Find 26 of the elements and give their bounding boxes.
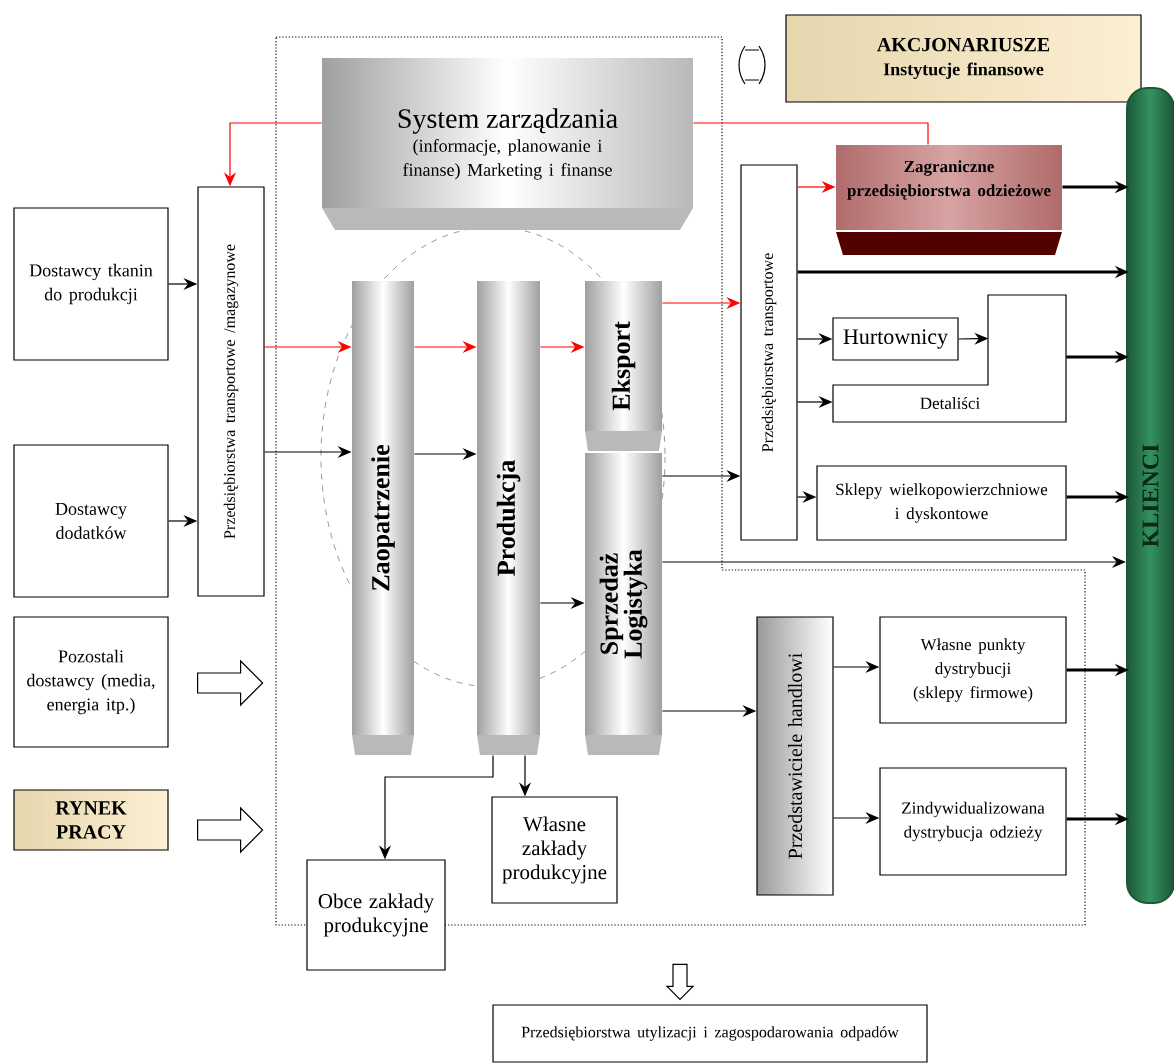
pillar-column: Zaopatrzenie xyxy=(352,281,414,755)
block-arrow xyxy=(665,963,695,1001)
connector-line xyxy=(692,122,929,146)
process-box: Własne zakłady produkcyjne xyxy=(491,796,618,904)
process-box: Sklepy wielkopowierzchniowe i dyskontowe xyxy=(816,465,1067,541)
shaded-box: RYNEK PRACY xyxy=(13,789,169,851)
process-box: Dostawcy dodatków xyxy=(13,444,169,598)
process-box: Obce zakłady produkcyjne xyxy=(306,859,446,971)
block-arrow xyxy=(197,659,264,707)
pillar-column: Sprzedaż Logistyka xyxy=(585,453,662,755)
pillar-column: Eksport xyxy=(585,281,662,451)
shaded-block: Zagraniczne przedsiębiorstwa odzieżowe xyxy=(836,145,1062,255)
process-box: Zindywidualizowana dystrybucja odzieży xyxy=(879,767,1067,876)
client-bar: KLIENCI xyxy=(1126,87,1174,904)
process-box: Hurtownicy xyxy=(832,317,959,361)
pillar-column: Produkcja xyxy=(477,281,540,755)
shaded-box: AKCJONARIUSZE Instytucje finansowe xyxy=(785,14,1142,103)
block-arrow xyxy=(197,806,264,854)
process-box: Przedsiębiorstwa utylizacji i zagospodarowania odpadów xyxy=(492,1004,928,1063)
shaded-box: Przedstawiciele handlowi xyxy=(756,616,834,896)
vertical-box: Przedsiębiorstwa transportowe xyxy=(740,164,798,541)
process-box: Dostawcy tkanin do produkcji xyxy=(13,207,169,361)
management-block: System zarządzania (informacje, planowanie i finanse) Marketing i finanse xyxy=(322,58,693,230)
process-box: Pozostali dostawcy (media, energia itp.) xyxy=(13,616,169,748)
process-box: Własne punkty dystrybucji (sklepy firmowe) xyxy=(879,616,1067,724)
vertical-box: Przedsiębiorstwa transportowe /magazynowe xyxy=(197,186,265,597)
